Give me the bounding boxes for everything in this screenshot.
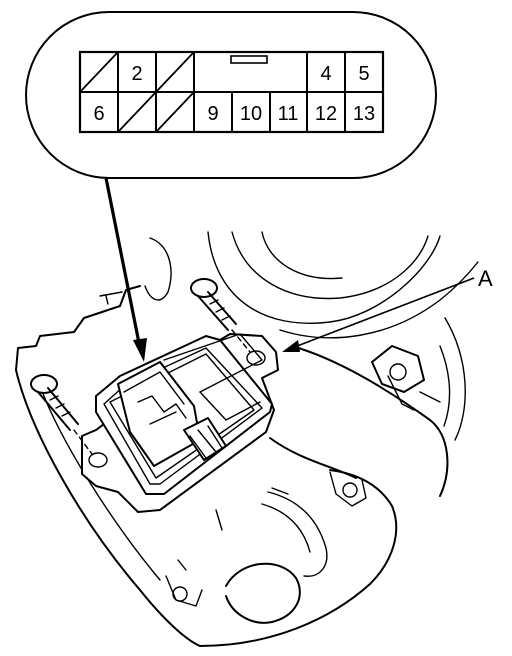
pin-label-2: 2 — [131, 63, 142, 85]
pin-label-6: 6 — [93, 103, 104, 125]
blank-pin-3 — [155, 51, 195, 93]
flange-screw-hole-right — [246, 350, 266, 366]
blank-pin-8 — [155, 91, 195, 133]
pin-label-4: 4 — [320, 63, 331, 85]
mounting-screw-left — [30, 374, 93, 455]
pin-label-5: 5 — [358, 63, 369, 85]
mounting-screw-right — [190, 278, 251, 353]
steering-wheel-housing — [15, 231, 479, 647]
callout-a: A — [282, 266, 493, 352]
flange-screw-hole-left — [88, 452, 108, 468]
pin-label-13: 13 — [353, 103, 375, 125]
pin-label-10: 10 — [240, 103, 262, 125]
callout-label-a: A — [478, 266, 493, 291]
pin-label-9: 9 — [207, 103, 218, 125]
blank-pin-7 — [117, 91, 157, 133]
connector-detail-bubble: 2 4 5 6 9 10 11 12 13 — [25, 11, 437, 179]
switch-assembly — [81, 333, 279, 513]
connector-latch — [230, 55, 268, 64]
pin-label-12: 12 — [315, 103, 337, 125]
blank-pin-1 — [79, 51, 119, 93]
detail-leader-arrow — [104, 177, 147, 362]
pin-label-11: 11 — [278, 103, 299, 125]
